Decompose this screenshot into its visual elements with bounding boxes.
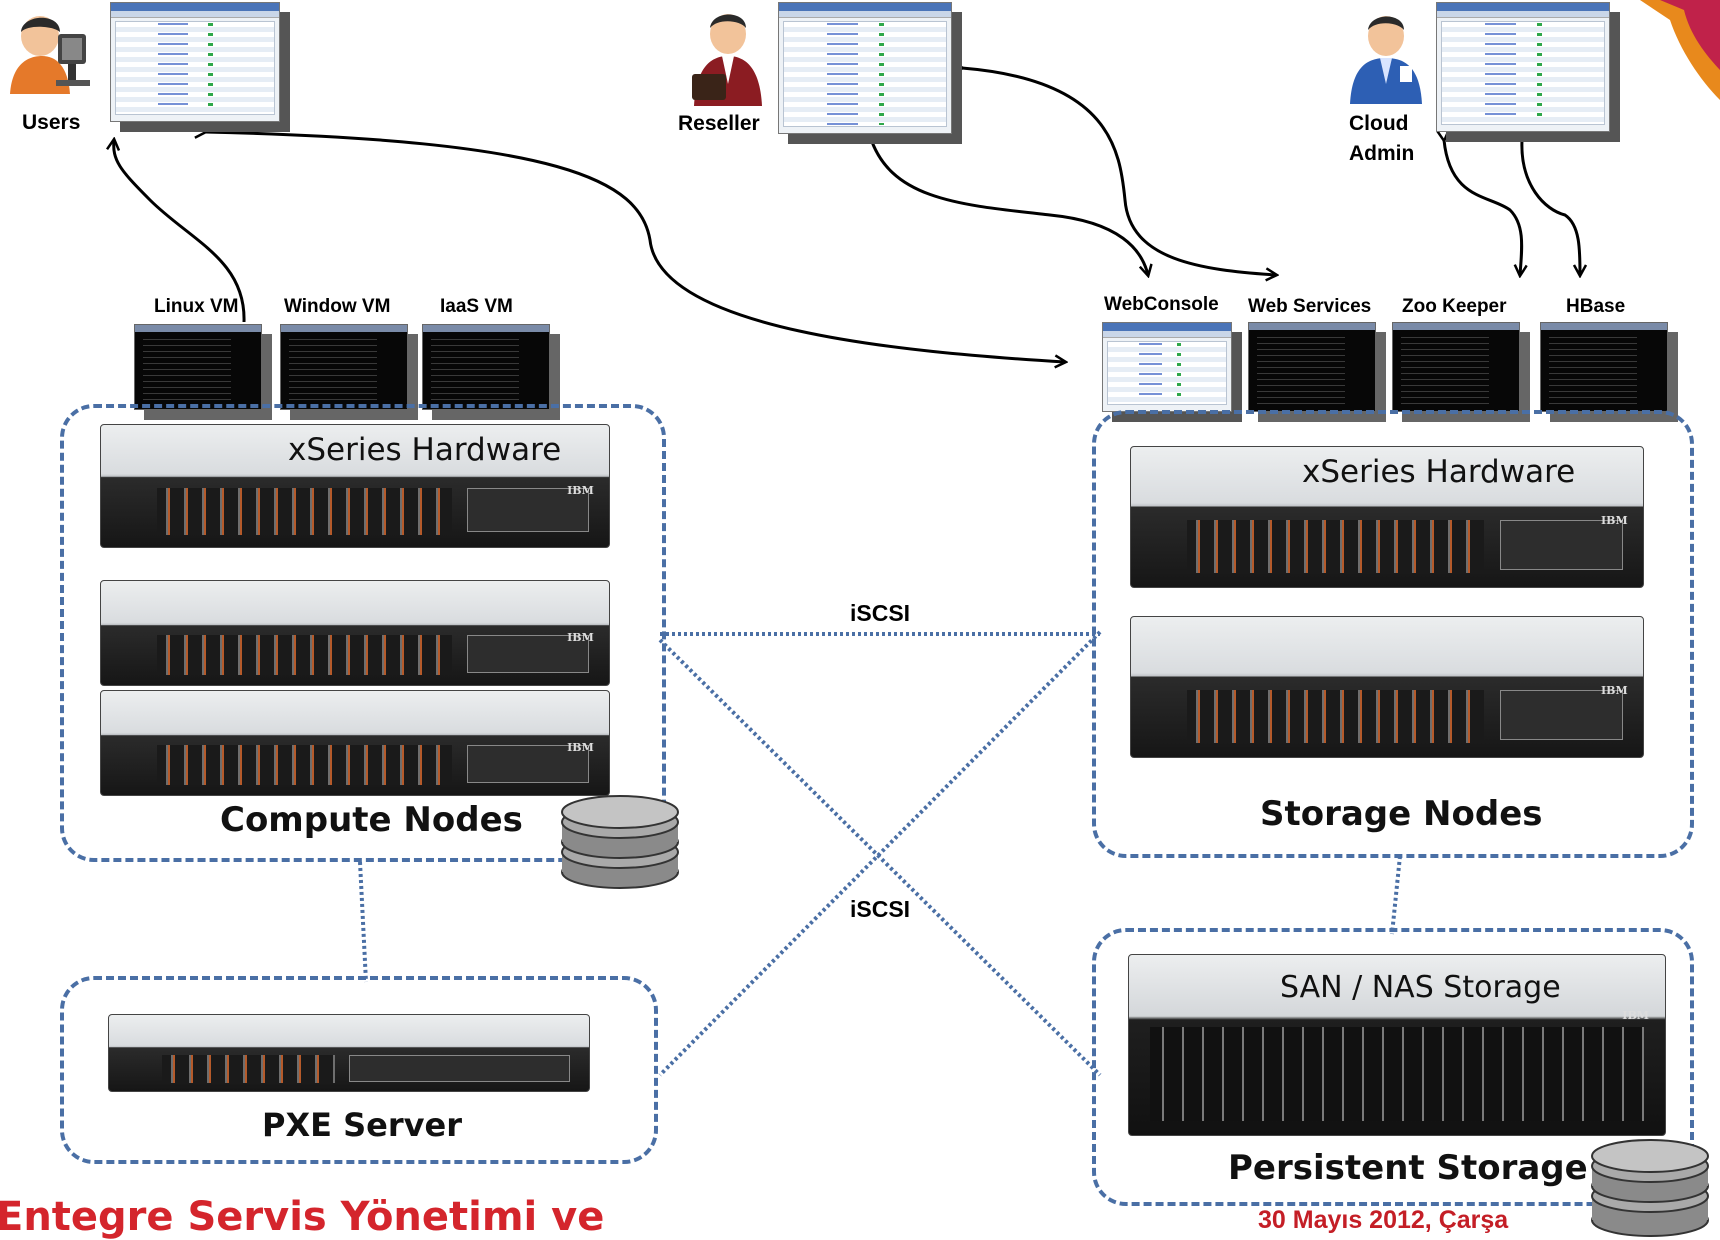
iscsi-storage-to-pxe	[658, 630, 1102, 1077]
link-storage-persistent	[1390, 855, 1402, 935]
storage-hardware-label: xSeries Hardware	[1302, 454, 1576, 490]
arrow-admin-hbase	[1522, 140, 1580, 275]
arrow-reseller-webconsole	[870, 136, 1148, 275]
brand-swoosh-icon	[1640, 0, 1720, 100]
storage-nodes-group	[1092, 410, 1694, 858]
users-console-screenshot	[110, 2, 280, 122]
admin-console-screenshot	[1436, 2, 1610, 132]
arrow-reseller-webservices	[962, 68, 1276, 275]
linux-vm-label: Linux VM	[154, 296, 239, 317]
compute-server-1: IBM	[100, 424, 610, 548]
webservices-terminal	[1248, 322, 1376, 412]
san-nas-label: SAN / NAS Storage	[1280, 970, 1561, 1005]
persistent-database-icon	[1591, 1139, 1709, 1237]
footer-date: 30 Mayıs 2012, Çarşa	[1258, 1206, 1509, 1234]
compute-hardware-label: xSeries Hardware	[288, 432, 562, 468]
reseller-console-screenshot	[778, 2, 952, 134]
webconsole-label: WebConsole	[1104, 294, 1219, 315]
storage-server-2: IBM	[1130, 616, 1644, 758]
pxe-server-group	[60, 976, 658, 1164]
reseller-label: Reseller	[678, 112, 760, 135]
hbase-terminal	[1540, 322, 1668, 412]
curved-arrows	[114, 68, 1580, 362]
window-vm-terminal	[280, 324, 408, 410]
iscsi-label-middle: iSCSI	[850, 896, 911, 922]
link-compute-pxe	[358, 861, 368, 983]
window-vm-label: Window VM	[284, 296, 391, 317]
iaas-vm-label: IaaS VM	[440, 296, 513, 317]
reseller-person-icon	[692, 14, 762, 106]
cloud-admin-label: Cloud Admin	[1349, 112, 1415, 165]
arrow-users-linuxvm	[114, 140, 246, 323]
iscsi-links	[358, 630, 1402, 1077]
zookeeper-terminal	[1392, 322, 1520, 412]
compute-nodes-title: Compute Nodes	[220, 800, 523, 840]
iscsi-label-top: iSCSI	[850, 600, 911, 626]
pxe-server	[108, 1014, 590, 1092]
persistent-storage-title: Persistent Storage	[1228, 1148, 1588, 1188]
users-label: Users	[22, 111, 81, 134]
storage-server-1: IBM	[1130, 446, 1644, 588]
linux-vm-terminal	[134, 324, 262, 410]
hbase-label: HBase	[1566, 296, 1626, 317]
webservices-label: Web Services	[1248, 296, 1372, 317]
footer-title: Entegre Servis Yönetimi ve	[0, 1194, 605, 1240]
storage-nodes-title: Storage Nodes	[1260, 794, 1543, 834]
san-nas-storage-array: IBM	[1128, 954, 1666, 1136]
iscsi-compute-to-persistent	[658, 638, 1102, 1077]
arrow-admin-zookeeper	[1444, 140, 1522, 275]
pxe-server-title: PXE Server	[262, 1106, 462, 1144]
iaas-vm-terminal	[422, 324, 550, 410]
webconsole-screenshot	[1102, 322, 1232, 412]
arrow-users-webconsole	[205, 132, 1065, 362]
compute-database-icon	[561, 795, 679, 889]
compute-server-3: IBM	[100, 690, 610, 796]
compute-nodes-group	[60, 404, 666, 862]
persistent-storage-group	[1092, 928, 1694, 1206]
compute-server-2: IBM	[100, 580, 610, 686]
zookeeper-label: Zoo Keeper	[1402, 296, 1507, 317]
cloud-admin-person-icon	[1350, 16, 1422, 104]
user-person-icon	[10, 16, 90, 94]
